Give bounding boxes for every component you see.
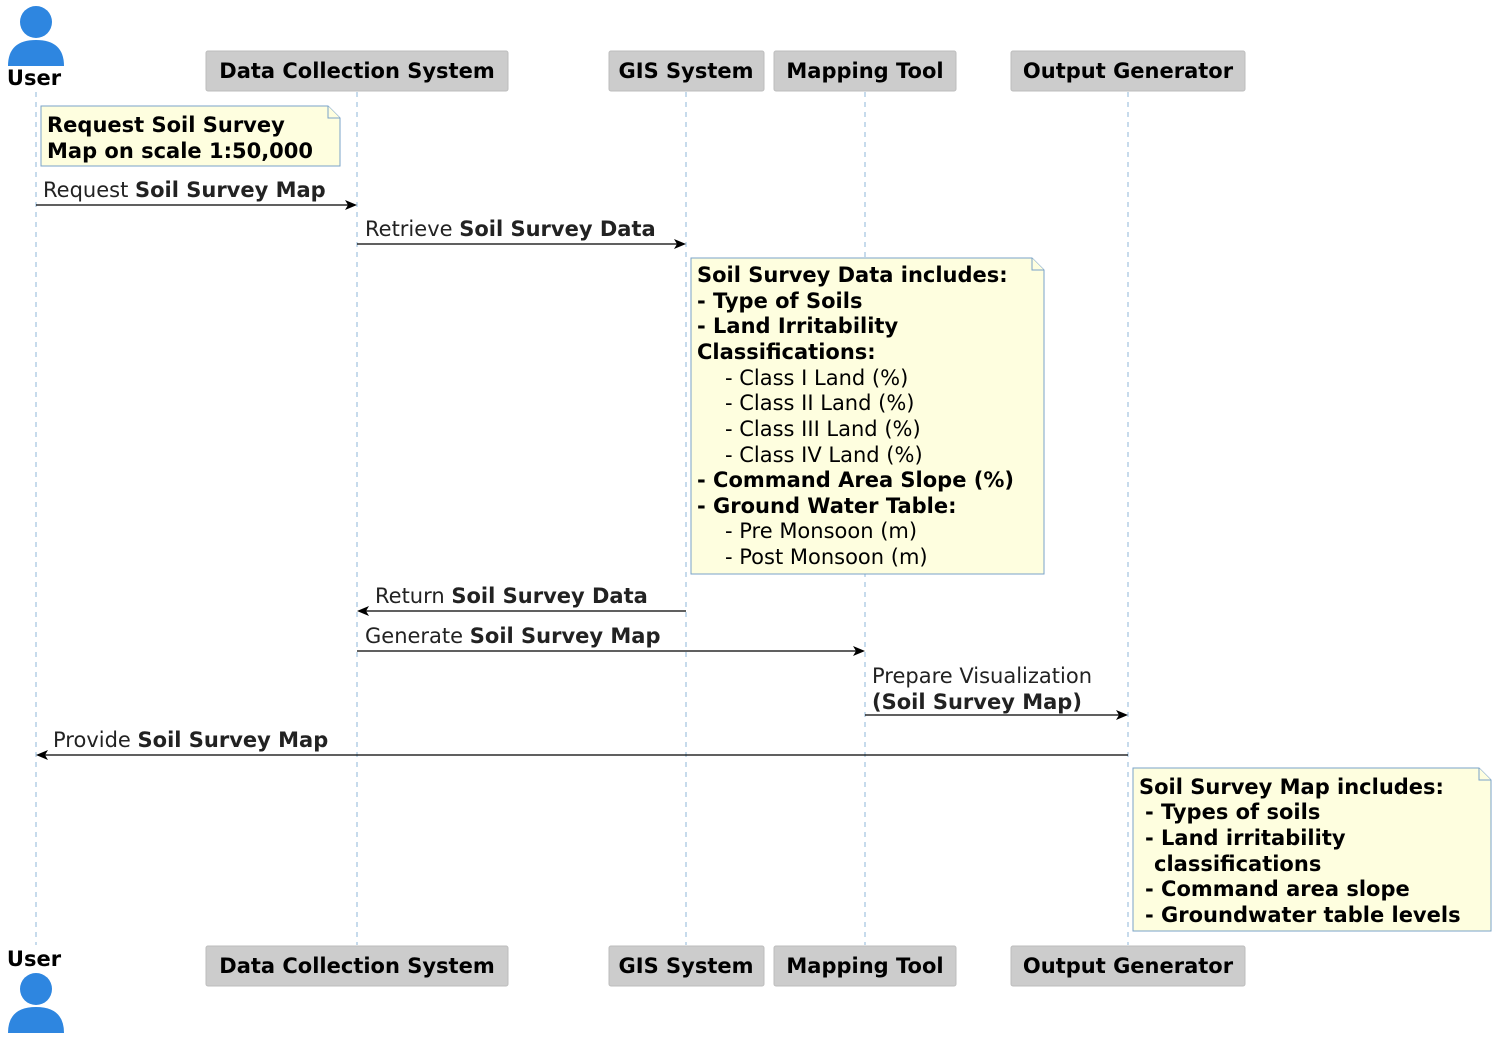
note-line: Soil Survey Data includes: (697, 263, 1008, 287)
participant-label: Mapping Tool (786, 954, 943, 978)
participant-output-generator-top: Output Generator (1010, 50, 1246, 92)
note-soil-survey-data: Soil Survey Data includes: - Type of Soi… (690, 257, 1045, 575)
arrowhead (1116, 710, 1128, 720)
note-line: - Pre Monsoon (m) (725, 519, 917, 543)
note-line: Request Soil Survey (47, 113, 285, 137)
svg-text:- Land Irritability: - Land Irritability (697, 314, 898, 338)
svg-text:Return Soil Survey Data: Return Soil Survey Data (375, 584, 648, 608)
participant-gis-system-top: GIS System (608, 50, 765, 92)
svg-text:- Groundwater table levels: - Groundwater table levels (1145, 903, 1461, 927)
svg-text:- Pre Monsoon (m): - Pre Monsoon (m) (725, 519, 917, 543)
svg-text:- Class II Land (%): - Class II Land (%) (725, 391, 914, 415)
note-line: - Command Area Slope (%) (697, 468, 1014, 492)
svg-text:Prepare Visualization: Prepare Visualization (872, 664, 1092, 688)
note-line: - Type of Soils (697, 289, 862, 313)
user-icon (8, 6, 64, 66)
svg-text:- Class III Land (%): - Class III Land (%) (725, 417, 921, 441)
participant-label: Mapping Tool (786, 59, 943, 83)
svg-text:- Command area slope: - Command area slope (1145, 877, 1410, 901)
arrowhead (36, 750, 48, 760)
svg-text:- Post Monsoon (m): - Post Monsoon (m) (725, 545, 928, 569)
note-line: Soil Survey Map includes: (1139, 775, 1444, 799)
svg-text:Map on scale 1:50,000: Map on scale 1:50,000 (47, 139, 313, 163)
note-request-scale: Request Soil Survey Map on scale 1:50,00… (40, 105, 341, 167)
participant-label-user: User (7, 66, 62, 90)
message-label: Prepare Visualization (872, 664, 1092, 688)
user-icon (8, 973, 64, 1033)
svg-text:Soil Survey Data includes:: Soil Survey Data includes: (697, 263, 1008, 287)
participant-label: Data Collection System (219, 59, 494, 83)
svg-text:Provide Soil Survey Map: Provide Soil Survey Map (53, 728, 328, 752)
message-provide-map: Provide Soil Survey Map (36, 728, 1128, 760)
note-line: - Command area slope (1145, 877, 1410, 901)
message-retrieve-data: Retrieve Soil Survey Data (357, 217, 686, 249)
svg-text:Request Soil Survey Map: Request Soil Survey Map (43, 178, 326, 202)
message-generate-map: Generate Soil Survey Map (357, 624, 865, 656)
participant-label-user: User (7, 947, 62, 971)
svg-text:- Type of Soils: - Type of Soils (697, 289, 862, 313)
user-actor-top: User (7, 6, 64, 90)
svg-text:- Class I Land (%): - Class I Land (%) (725, 366, 908, 390)
note-line: - Class II Land (%) (725, 391, 914, 415)
participant-label: Output Generator (1023, 954, 1234, 978)
svg-text:Request Soil Survey: Request Soil Survey (47, 113, 285, 137)
note-line: - Class I Land (%) (725, 366, 908, 390)
message-label-bold: Soil Survey Map (138, 728, 329, 752)
svg-text:Classifications:: Classifications: (697, 340, 876, 364)
message-label: Return (375, 584, 451, 608)
arrowhead (674, 239, 686, 249)
arrowhead (357, 606, 369, 616)
svg-text:- Command Area Slope (%): - Command Area Slope (%) (697, 468, 1014, 492)
svg-text:(Soil Survey Map): (Soil Survey Map) (872, 690, 1082, 714)
note-soil-survey-map: Soil Survey Map includes: - Types of soi… (1132, 767, 1492, 932)
participant-mapping-tool-bottom: Mapping Tool (773, 945, 957, 987)
note-line: - Types of soils (1145, 800, 1320, 824)
svg-text:- Land irritability: - Land irritability (1145, 826, 1346, 850)
note-line: - Class IV Land (%) (725, 443, 923, 467)
svg-text:Retrieve Soil Survey Data: Retrieve Soil Survey Data (365, 217, 656, 241)
participant-mapping-tool-top: Mapping Tool (773, 50, 957, 92)
participant-data-collection-system-top: Data Collection System (205, 50, 509, 92)
note-line: Classifications: (697, 340, 876, 364)
message-label-bold: Soil Survey Map (135, 178, 326, 202)
participant-label: Data Collection System (219, 954, 494, 978)
user-actor-bottom: User (7, 947, 64, 1033)
note-line: - Land irritability (1145, 826, 1346, 850)
participant-data-collection-system-bottom: Data Collection System (205, 945, 509, 987)
participant-label: Output Generator (1023, 59, 1234, 83)
message-label: Retrieve (365, 217, 459, 241)
message-label-bold: (Soil Survey Map) (872, 690, 1082, 714)
note-line: - Ground Water Table: (697, 494, 957, 518)
svg-text:Soil Survey Map includes:: Soil Survey Map includes: (1139, 775, 1444, 799)
arrowhead (853, 646, 865, 656)
message-label: Request (43, 178, 135, 202)
svg-text:classifications: classifications (1154, 852, 1321, 876)
message-label: Generate (365, 624, 470, 648)
participant-gis-system-bottom: GIS System (608, 945, 765, 987)
message-request-map: Request Soil Survey Map (36, 178, 357, 210)
note-line: Map on scale 1:50,000 (47, 139, 313, 163)
participant-output-generator-bottom: Output Generator (1010, 945, 1246, 987)
svg-text:- Ground Water Table:: - Ground Water Table: (697, 494, 957, 518)
svg-text:- Types of soils: - Types of soils (1145, 800, 1320, 824)
svg-text:- Class IV Land (%): - Class IV Land (%) (725, 443, 923, 467)
message-return-data: Return Soil Survey Data (357, 584, 686, 616)
participant-label: GIS System (619, 954, 754, 978)
svg-text:Generate Soil Survey Map: Generate Soil Survey Map (365, 624, 661, 648)
note-line: - Class III Land (%) (725, 417, 921, 441)
participant-label: GIS System (619, 59, 754, 83)
note-line: - Post Monsoon (m) (725, 545, 928, 569)
message-label-bold: Soil Survey Data (459, 217, 655, 241)
note-line: - Land Irritability (697, 314, 898, 338)
message-prepare-visualization: Prepare Visualization (Soil Survey Map) (865, 664, 1128, 720)
message-label-bold: Soil Survey Map (470, 624, 661, 648)
note-line: classifications (1154, 852, 1321, 876)
message-label-bold: Soil Survey Data (451, 584, 647, 608)
note-line: - Groundwater table levels (1145, 903, 1461, 927)
message-label: Provide (53, 728, 138, 752)
arrowhead (345, 200, 357, 210)
